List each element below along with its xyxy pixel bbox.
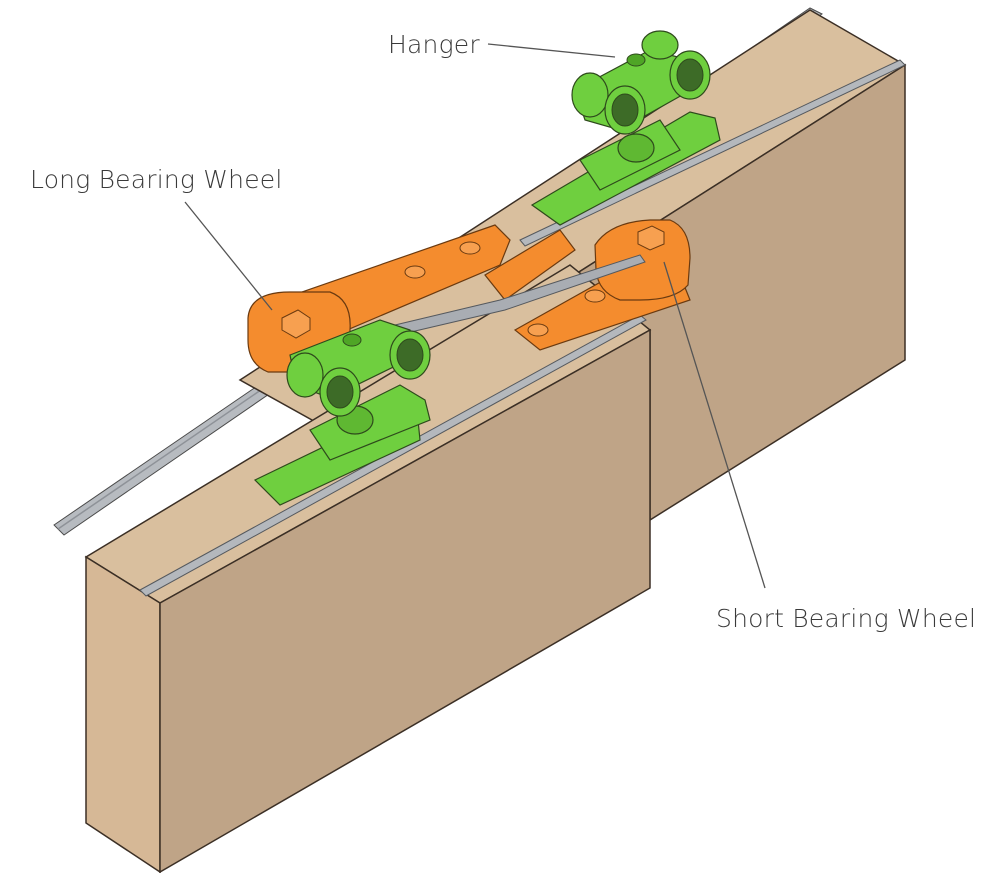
leader-line-long-bearing-wheel bbox=[184, 201, 273, 311]
leader-line-hanger bbox=[487, 43, 616, 58]
label-long-bearing-wheel: Long Bearing Wheel bbox=[30, 165, 283, 194]
hanger-front bbox=[253, 319, 431, 506]
leader-line-short-bearing-wheel bbox=[663, 261, 766, 589]
label-short-bearing-wheel: Short Bearing Wheel bbox=[716, 604, 977, 633]
label-hanger: Hanger bbox=[388, 30, 480, 59]
hanger-top bbox=[530, 30, 721, 226]
